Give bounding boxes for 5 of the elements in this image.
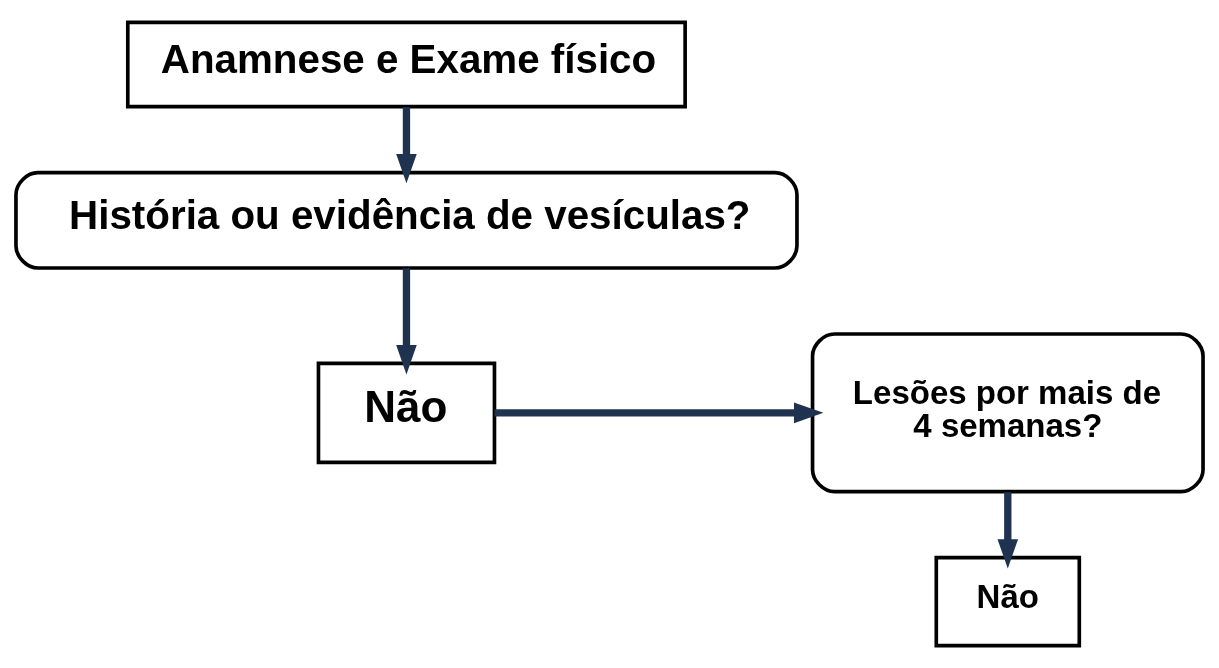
node-box: Lesões por mais de 4 semanas? [810, 332, 1205, 494]
node-box: Não [934, 555, 1082, 648]
node-box: Não [316, 361, 497, 465]
node-box: História ou evidência de vesículas? [14, 170, 799, 270]
node-box: Anamnese e Exame físico [125, 20, 687, 109]
